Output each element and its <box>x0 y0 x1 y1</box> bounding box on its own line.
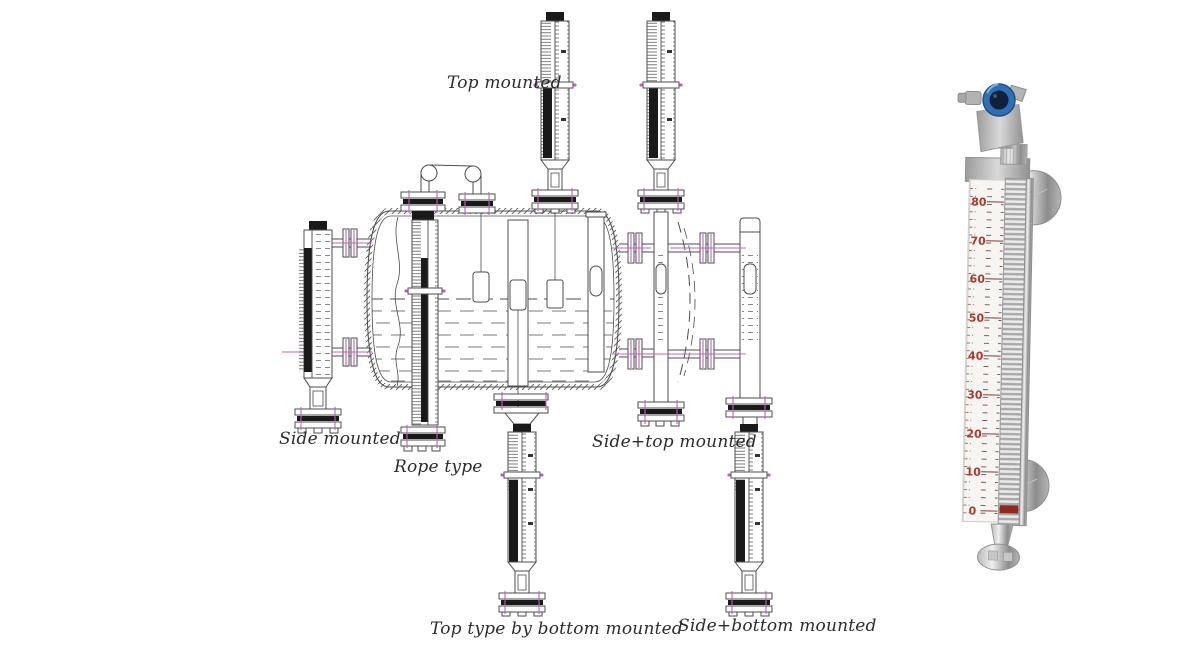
phantom-vessel-outline <box>677 221 696 383</box>
bottom-drain-flange <box>976 543 1020 571</box>
level-scale-number: 40 <box>968 349 984 362</box>
side-bottom-column <box>612 217 773 426</box>
bottom-center-connection <box>493 392 549 425</box>
level-scale-number: 30 <box>967 388 983 401</box>
magnetic-follower <box>999 505 1019 514</box>
level-scale-number: 50 <box>969 311 985 324</box>
vessel <box>363 208 623 390</box>
label-top-type-by-bottom-mounted: Top type by bottom mounted <box>430 619 683 639</box>
label-side-top-mounted: Side+top mounted <box>592 432 757 452</box>
internal-stilling-tube <box>507 219 529 424</box>
level-scale-number: 10 <box>965 465 981 478</box>
transmitter-head <box>957 83 1028 166</box>
label-side-bottom-mounted: Side+bottom mounted <box>678 616 877 636</box>
side-mounted-gauge <box>282 221 372 434</box>
level-scale-number: 0 <box>968 504 976 517</box>
bottom-mounted-gauge-right <box>725 423 773 617</box>
cable-port <box>964 90 982 106</box>
level-scale-numbers: 80 70 60 50 40 30 20 10 0 <box>965 195 987 517</box>
rope-float <box>472 271 490 303</box>
label-side-mounted: Side mounted <box>279 429 401 449</box>
level-scale-number: 70 <box>970 234 986 247</box>
break-line <box>394 216 401 387</box>
top-mounted-gauge-left <box>531 11 579 214</box>
label-rope-type: Rope type <box>393 457 483 477</box>
product-photo: 80 70 60 50 40 30 20 10 0 <box>957 83 1062 571</box>
level-scale-number: 80 <box>971 195 987 208</box>
top-mounted-gauge-right <box>637 11 685 214</box>
label-top-mounted: Top mounted <box>447 73 562 93</box>
level-scale-number: 60 <box>969 272 985 285</box>
dip-tube <box>585 211 607 373</box>
bottom-mounted-gauge-center <box>498 423 546 617</box>
gauge-body: 80 70 60 50 40 30 20 10 0 <box>961 156 1034 571</box>
rope-type-gauge <box>400 164 496 452</box>
liquid-level <box>372 298 614 382</box>
level-scale-number: 20 <box>966 427 982 440</box>
displacer-float <box>546 212 564 309</box>
